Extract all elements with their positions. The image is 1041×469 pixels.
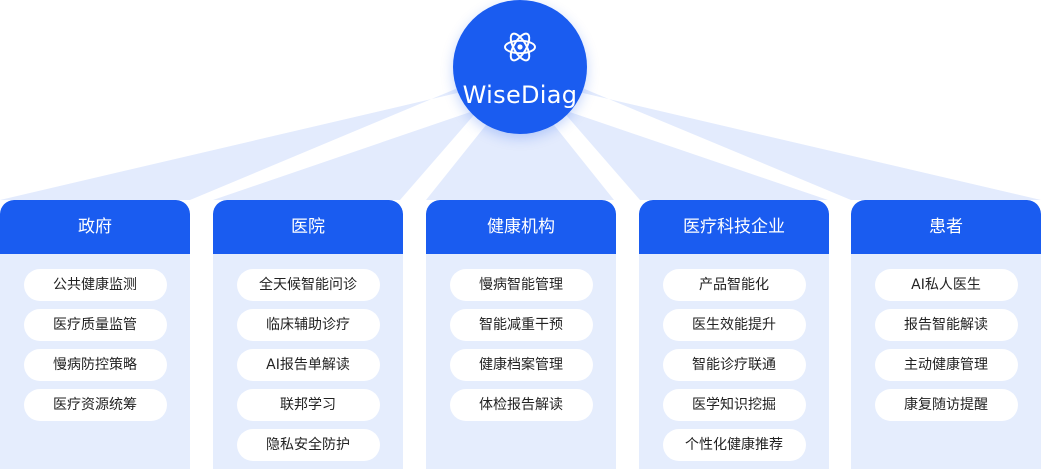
category-title: 患者 [851, 200, 1041, 254]
capability-pill: 主动健康管理 [874, 349, 1018, 381]
category-card-government: 政府 公共健康监测 医疗质量监管 慢病防控策略 医疗资源统筹 [0, 200, 190, 469]
capability-pill: 慢病防控策略 [23, 349, 167, 381]
category-card-health-org: 健康机构 慢病智能管理 智能减重干预 健康档案管理 体检报告解读 [426, 200, 616, 469]
category-card-medtech: 医疗科技企业 产品智能化 医生效能提升 智能诊疗联通 医学知识挖掘 个性化健康推… [639, 200, 829, 469]
category-title: 政府 [0, 200, 190, 254]
capability-pill: 智能诊疗联通 [662, 349, 806, 381]
capability-pill: 医生效能提升 [662, 309, 806, 341]
capability-pill: 产品智能化 [662, 269, 806, 301]
capability-pill: 医疗质量监管 [23, 309, 167, 341]
category-title: 医疗科技企业 [639, 200, 829, 254]
hub-title: WiseDiag [462, 81, 578, 109]
capability-pill: 联邦学习 [236, 389, 380, 421]
capability-pill: 医疗资源统筹 [23, 389, 167, 421]
atom-icon [504, 32, 536, 62]
capability-pill: 健康档案管理 [449, 349, 593, 381]
category-title: 健康机构 [426, 200, 616, 254]
capability-pill: 医学知识挖掘 [662, 389, 806, 421]
capability-pill: 个性化健康推荐 [662, 429, 806, 461]
capability-pill: AI私人医生 [874, 269, 1018, 301]
capability-pill: 智能减重干预 [449, 309, 593, 341]
ray-medtech [520, 62, 828, 200]
capability-pill: 康复随访提醒 [874, 389, 1018, 421]
category-card-patient: 患者 AI私人医生 报告智能解读 主动健康管理 康复随访提醒 [851, 200, 1041, 469]
capability-pill: 临床辅助诊疗 [236, 309, 380, 341]
capability-pill: AI报告单解读 [236, 349, 380, 381]
category-card-hospital: 医院 全天候智能问诊 临床辅助诊疗 AI报告单解读 联邦学习 隐私安全防护 [213, 200, 403, 469]
capability-pill: 隐私安全防护 [236, 429, 380, 461]
capability-pill: 慢病智能管理 [449, 269, 593, 301]
capability-pill: 体检报告解读 [449, 389, 593, 421]
capability-pill: 全天候智能问诊 [236, 269, 380, 301]
ray-hospital [213, 62, 520, 200]
wisediag-hub: WiseDiag [453, 0, 587, 134]
category-title: 医院 [213, 200, 403, 254]
capability-pill: 公共健康监测 [23, 269, 167, 301]
capability-pill: 报告智能解读 [874, 309, 1018, 341]
